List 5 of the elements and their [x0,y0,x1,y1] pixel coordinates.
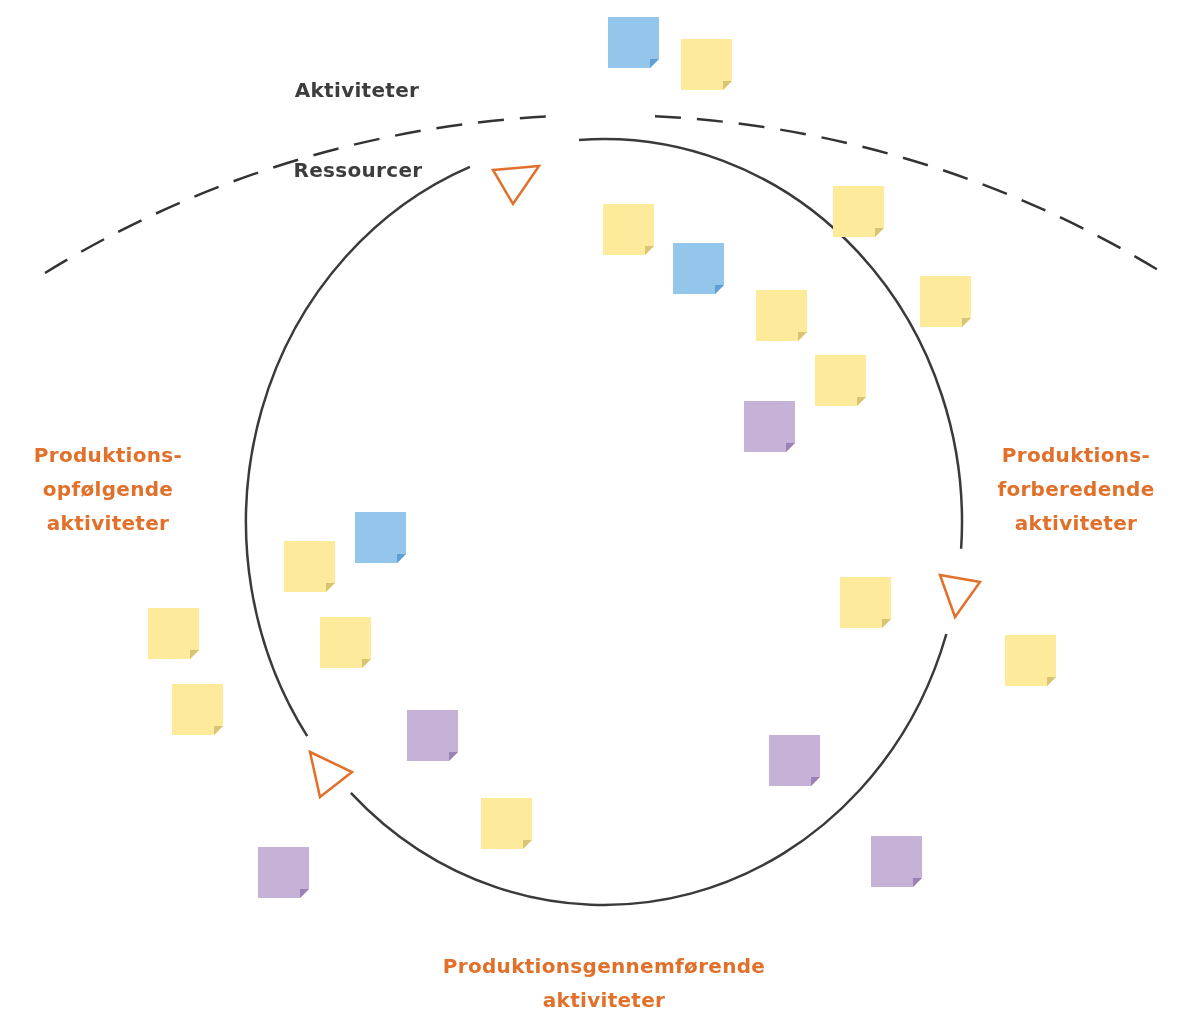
phase-label: Produktionsgennemførende aktiviteter [441,953,767,1009]
layer-label: Ressourcer [292,157,424,184]
phase-label: Produktions- forberedende aktiviteter [996,442,1156,537]
phase-label: Produktions- opfølgende aktiviteter [32,442,184,537]
layer-label: Aktiviteter [293,77,421,104]
